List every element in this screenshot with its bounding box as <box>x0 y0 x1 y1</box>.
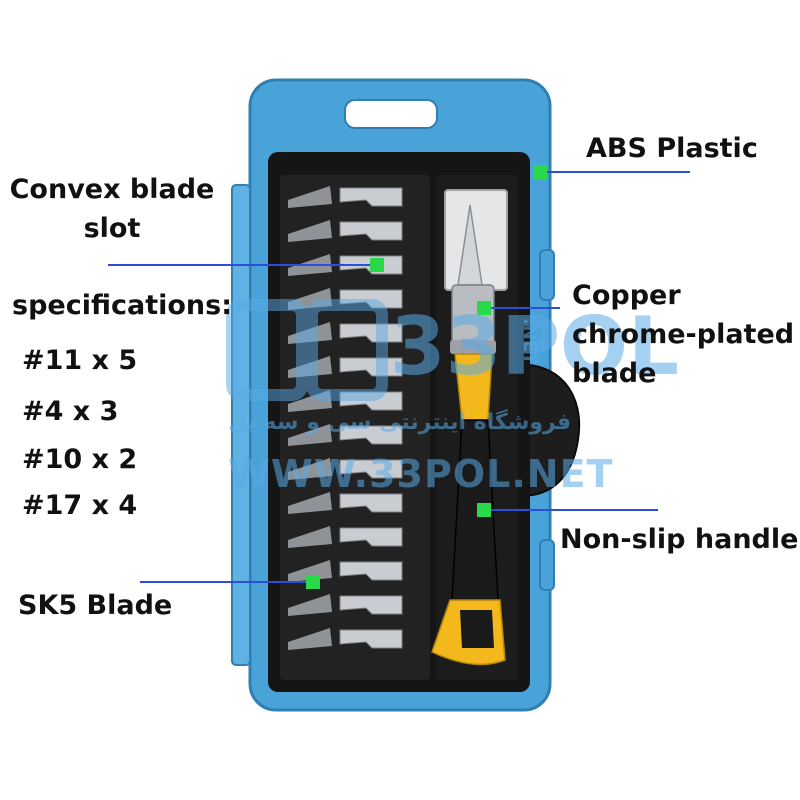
blade-left <box>288 458 332 480</box>
blade-right <box>339 527 403 547</box>
case-latch-bottom <box>539 539 555 591</box>
blade-right <box>339 595 403 615</box>
case-handle-slot <box>344 99 438 129</box>
blade-left <box>288 186 332 208</box>
blade-left <box>288 220 332 242</box>
callout-sk5-marker <box>306 575 320 589</box>
blade-right <box>339 459 403 479</box>
spec-item-1: #11 x 5 <box>22 345 138 376</box>
label-sk5-blade: SK5 Blade <box>18 590 173 621</box>
case-latch-top <box>539 249 555 301</box>
label-copper-line3: blade <box>572 358 657 390</box>
callout-handle-marker <box>477 503 491 517</box>
label-specifications: specifications: <box>12 290 233 321</box>
watermark-logo-block-2 <box>306 299 388 401</box>
blade-right <box>339 187 403 207</box>
label-convex-blade-slot-line1: Convex blade <box>9 174 215 205</box>
callout-copper-marker <box>477 301 491 315</box>
hobby-knife <box>431 189 508 666</box>
label-copper-line1: Copper <box>572 280 681 311</box>
blade-left <box>288 492 332 514</box>
watermark-url-text: WWW.33POL.NET <box>228 452 614 496</box>
watermark-logo <box>226 299 388 401</box>
watermark-logo-block-1 <box>226 299 308 401</box>
callout-lines <box>108 165 690 589</box>
label-convex-blade-slot: Convex blade slot <box>2 174 222 244</box>
watermark-net-text: .NET <box>519 318 540 365</box>
blade-right <box>339 493 403 513</box>
callout-abs-plastic-marker <box>533 165 547 179</box>
watermark-logo-text: 33POL <box>390 300 679 393</box>
spec-item-3: #10 x 2 <box>22 444 138 475</box>
blade-left <box>288 594 332 616</box>
knife-chuck-ring <box>450 340 496 354</box>
label-abs-plastic: ABS Plastic <box>586 133 758 164</box>
blade-right <box>339 425 403 445</box>
spec-item-2: #4 x 3 <box>22 396 119 427</box>
blade-right <box>339 221 403 241</box>
label-copper-line2: chrome-plated <box>572 319 795 351</box>
blade-left <box>288 628 332 650</box>
label-convex-blade-slot-line2: slot <box>83 213 141 245</box>
blade-right <box>339 561 403 581</box>
spec-item-4: #17 x 4 <box>22 490 138 521</box>
blade-left <box>288 424 332 446</box>
watermark-persian-text: فروشگاه اینترنتی سی و سه پل <box>228 410 572 435</box>
label-copper-chrome-plated-blade: Copper chrome-plated blade <box>572 280 798 389</box>
blade-left <box>288 526 332 548</box>
blade-left <box>288 560 332 582</box>
knife-end-cap-black <box>460 610 494 648</box>
blade-right <box>339 629 403 649</box>
callout-convex-slot-marker <box>370 258 384 272</box>
label-non-slip-handle: Non-slip handle <box>560 524 799 555</box>
